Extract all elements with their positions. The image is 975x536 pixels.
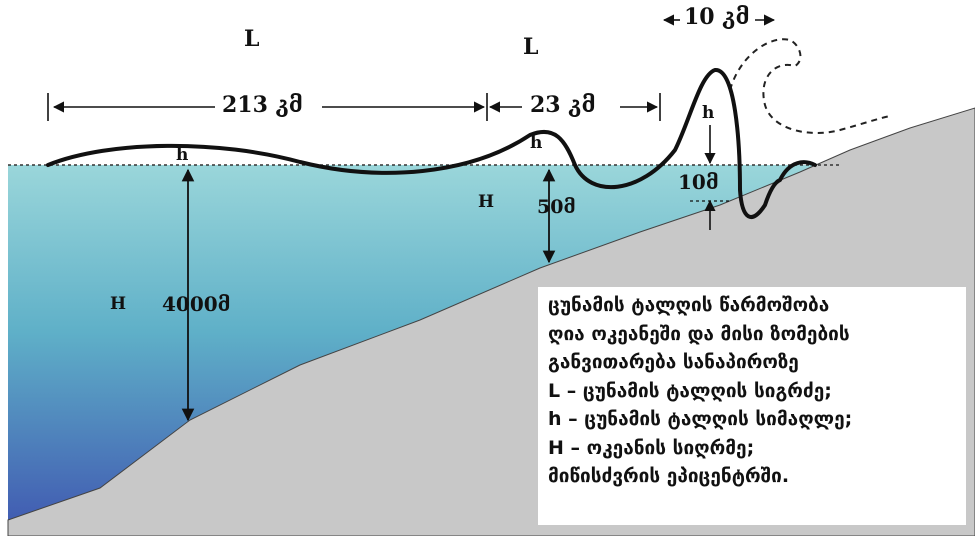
label-height-10: 10მ — [678, 170, 719, 194]
label-depth-4000: 4000მ — [162, 292, 231, 316]
label-h-left: h — [176, 145, 189, 165]
legend-line-2: ღია ოკეანეში და მისი ზომების — [548, 322, 850, 345]
label-depth-h-left: H — [110, 294, 127, 314]
label-depth-50: 50მ — [537, 196, 576, 218]
label-h-right: h — [702, 103, 715, 123]
label-h-middle: h — [530, 133, 543, 153]
label-dist-23: 23 კმ — [530, 92, 596, 118]
legend-line-7: მიწისძვრის ეპიცენტრში. — [548, 465, 790, 487]
legend-line-1: ცუნამის ტალღის წარმოშობა — [548, 294, 830, 316]
legend-line-3: განვითარება სანაპიროზე — [548, 351, 799, 373]
breaking-crest-dashed — [729, 38, 891, 134]
label-l-left: L — [244, 26, 260, 52]
wave-profile — [46, 68, 817, 219]
legend-line-6: H – ოკეანის სიღრმე; — [548, 436, 755, 459]
legend-box: ცუნამის ტალღის წარმოშობა ღია ოკეანეში და… — [538, 287, 966, 525]
legend-line-4: L – ცუნამის ტალღის სიგრძე; — [548, 379, 832, 402]
legend-line-5: h – ცუნამის ტალღის სიმაღლე; — [548, 408, 853, 430]
label-depth-h-middle: H — [478, 192, 495, 212]
label-dist-10: 10 კმ — [684, 4, 750, 30]
label-l-right: L — [523, 34, 539, 60]
label-dist-213: 213 კმ — [222, 92, 303, 118]
